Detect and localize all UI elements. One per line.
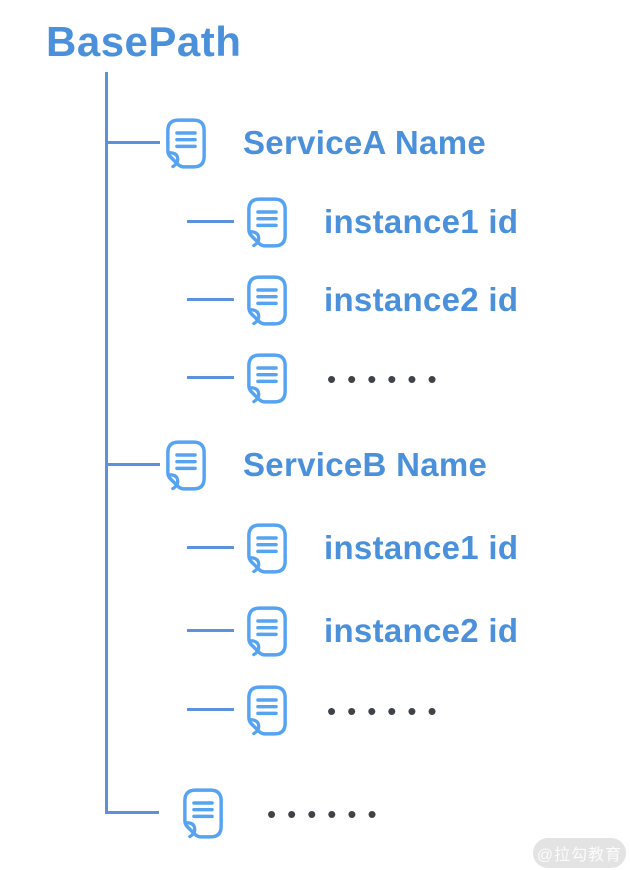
instance-branch-line [187, 298, 234, 301]
watermark-text: @拉勾教育 [536, 847, 623, 864]
branch-line-service-b [105, 463, 160, 466]
document-icon [246, 522, 288, 575]
tree-node-more-instances: •••••• [246, 351, 448, 405]
instance-branch-line [187, 708, 234, 711]
ellipsis-label: •••••• [327, 696, 448, 726]
tree-node-more-instances: •••••• [246, 683, 448, 737]
node-label: instance1 id [324, 203, 519, 240]
node-label: ServiceA Name [243, 124, 486, 161]
node-label: instance2 id [324, 281, 519, 318]
node-label: ServiceB Name [243, 446, 488, 483]
document-icon [246, 196, 288, 249]
tree-node-more-services: •••••• [182, 786, 388, 840]
instance-branch-line [187, 546, 234, 549]
instance-branch-line [187, 376, 234, 379]
branch-line-more [105, 811, 159, 814]
tree-node-instance: instance1 id [246, 195, 518, 249]
node-label: instance1 id [324, 529, 519, 566]
document-icon [246, 605, 288, 658]
document-icon [165, 439, 207, 492]
root-node-label: BasePath [46, 18, 242, 65]
tree-node-instance: instance2 id [246, 273, 518, 327]
node-label: instance2 id [324, 612, 519, 649]
ellipsis-label: •••••• [327, 364, 448, 394]
branch-line-service-a [105, 141, 160, 144]
tree-node-service-a: ServiceA Name [165, 116, 486, 170]
tree-node-instance: instance1 id [246, 521, 518, 575]
document-icon [182, 787, 224, 840]
watermark-badge: @拉勾教育 [533, 838, 626, 868]
tree-node-service-b: ServiceB Name [165, 438, 487, 492]
ellipsis-label: •••••• [267, 799, 388, 829]
instance-branch-line [187, 629, 234, 632]
tree-node-instance: instance2 id [246, 604, 518, 658]
document-icon [246, 274, 288, 327]
trunk-line [105, 72, 108, 813]
document-icon [246, 352, 288, 405]
instance-branch-line [187, 220, 234, 223]
document-icon [246, 684, 288, 737]
document-icon [165, 117, 207, 170]
